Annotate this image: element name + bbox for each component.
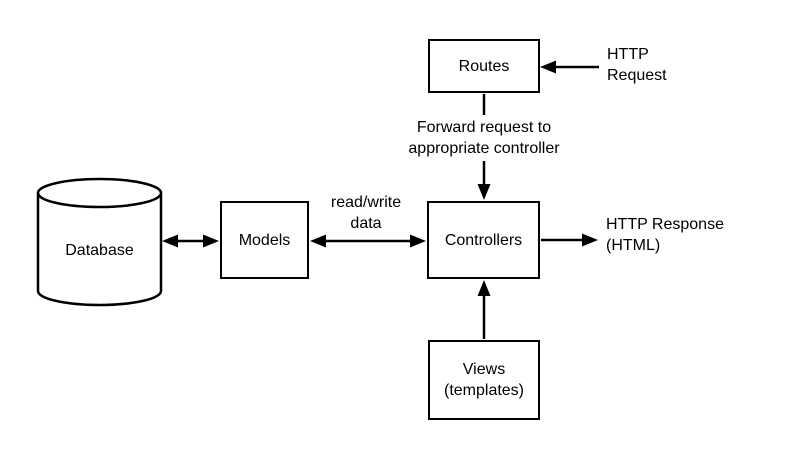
routes-box: Routes [428,39,540,93]
arrow-routes-to-controllers [477,94,491,200]
models-label: Models [238,231,291,249]
models-box: Models [220,201,309,279]
arrow-views-to-controllers [477,280,491,339]
views-label-line2: (templates) [443,382,525,399]
http-response-label: HTTP Response (HTML) [606,216,724,254]
arrow-database-models [162,234,219,248]
arrow-controllers-to-response [541,233,598,247]
forward-request-label: Forward request to appropriate controlle… [408,119,560,157]
database-label: Database [65,242,134,259]
arrow-http-request-to-routes [540,60,599,74]
arrow-models-controllers [310,234,426,248]
database-cylinder-shape [36,177,163,307]
controllers-label: Controllers [444,231,523,249]
routes-label: Routes [458,57,510,75]
views-label-line1: Views [462,361,506,378]
controllers-box: Controllers [427,201,540,279]
read-write-data-label: read/write data [330,194,402,232]
http-request-label: HTTP Request [607,46,667,84]
views-box: Views (templates) [428,340,540,420]
